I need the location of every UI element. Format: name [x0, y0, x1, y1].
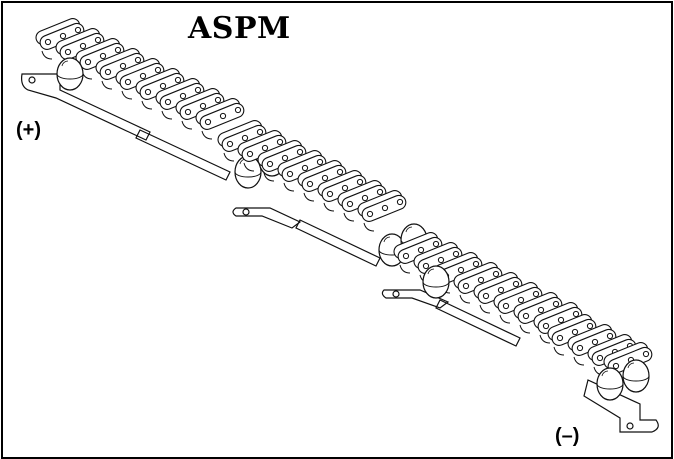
tab-2: [381, 289, 450, 309]
base-plate-3: [435, 299, 521, 347]
module-2: [215, 117, 428, 267]
tab-1: [232, 207, 302, 229]
figure-title: ASPM: [188, 11, 291, 46]
terminal-negative-label: (–): [555, 425, 580, 447]
module-4: [545, 311, 655, 401]
bus-bar-positive: [21, 73, 151, 141]
base-plate-2: [295, 219, 381, 267]
terminal-positive-label: (+): [16, 119, 41, 141]
base-plate-1: [135, 129, 231, 181]
